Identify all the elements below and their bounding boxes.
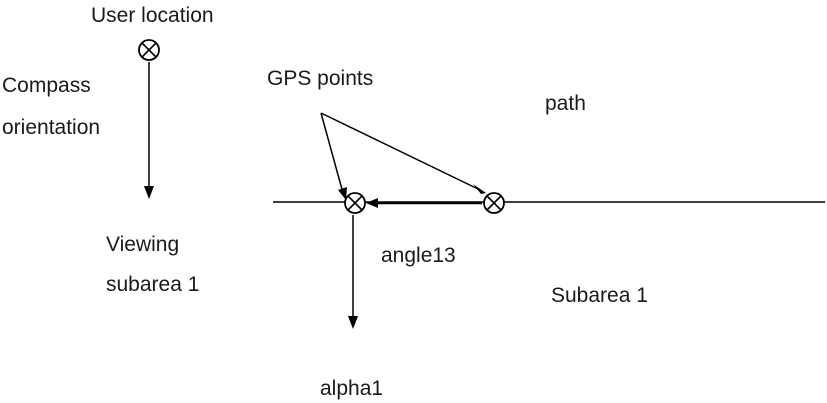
gps-points-label: GPS points xyxy=(267,67,373,90)
user-location-label: User location xyxy=(91,4,214,27)
compass-orientation-label-line1: Compass xyxy=(2,74,91,97)
angle-label: angle13 xyxy=(381,244,456,267)
path-label: path xyxy=(545,92,586,115)
viewing-subarea-label-line2: subarea 1 xyxy=(106,273,199,296)
gps-pointer-right-arrowhead xyxy=(473,184,486,194)
gps-pointer-left-arrowhead xyxy=(338,187,347,200)
circled-x-icon xyxy=(138,39,160,61)
gps-pointer-right xyxy=(320,112,479,190)
gps-pointer-left xyxy=(320,112,344,194)
viewing-subarea-label-line1: Viewing xyxy=(106,233,179,256)
compass-orientation-label-line2: orientation xyxy=(2,116,100,139)
circled-x-icon xyxy=(483,192,505,214)
alpha-arrowhead xyxy=(348,316,358,329)
compass-orientation-arrowhead xyxy=(144,186,154,199)
path-direction-arrowhead xyxy=(366,198,378,208)
alpha-label: alpha1 xyxy=(320,377,383,400)
circled-x-icon xyxy=(344,192,366,214)
subarea-label: Subarea 1 xyxy=(551,284,648,307)
